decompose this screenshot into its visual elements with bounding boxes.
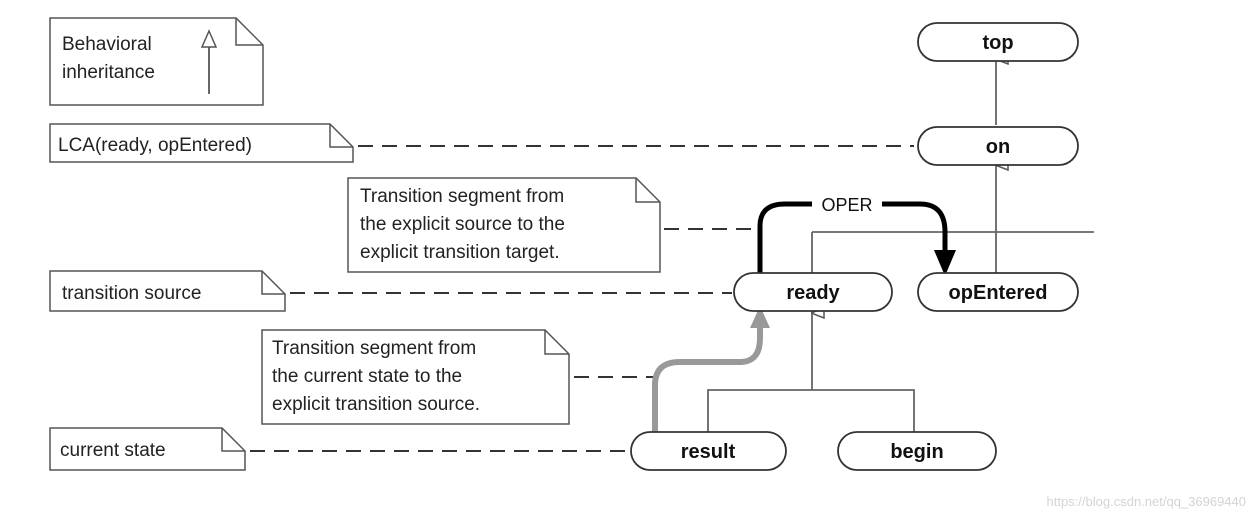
legend-note: Behavioral inheritance	[49, 17, 264, 106]
state-opentered[interactable]: opEntered	[917, 272, 1079, 312]
current-note-line-2: the current state to the	[272, 366, 462, 387]
current-to-source-transition	[652, 306, 770, 433]
current-state-note: current state	[49, 427, 246, 471]
watermark-text: https://blog.csdn.net/qq_36969440	[1047, 494, 1247, 509]
legend-line-1: Behavioral	[62, 34, 152, 55]
transition-source-note: transition source	[49, 270, 286, 312]
state-opentered-label: opEntered	[949, 282, 1048, 304]
lca-note: LCA(ready, opEntered)	[49, 123, 354, 163]
children-to-ready-line	[707, 389, 915, 432]
explicit-note-line-1: Transition segment from	[360, 186, 564, 207]
state-on[interactable]: on	[917, 126, 1079, 166]
state-ready[interactable]: ready	[733, 272, 893, 312]
state-begin-label: begin	[890, 441, 943, 463]
state-begin[interactable]: begin	[837, 431, 997, 471]
current-note-line-1: Transition segment from	[272, 338, 476, 359]
explicit-note-line-3: explicit transition target.	[360, 242, 560, 263]
state-ready-label: ready	[786, 282, 840, 304]
lca-note-text: LCA(ready, opEntered)	[58, 135, 252, 156]
source-to-target-transition: OPER	[757, 193, 956, 276]
oper-event-label: OPER	[821, 195, 872, 215]
explicit-note-line-2: the explicit source to the	[360, 214, 565, 235]
explicit-segment-note: Transition segment from the explicit sou…	[347, 177, 661, 273]
dashed-connectors	[250, 145, 914, 452]
current-segment-note: Transition segment from the current stat…	[261, 329, 570, 425]
state-top-label: top	[982, 32, 1013, 54]
state-result-label: result	[681, 441, 736, 463]
transition-source-text: transition source	[62, 283, 201, 304]
inheritance-lines	[707, 59, 1094, 432]
state-result[interactable]: result	[630, 431, 787, 471]
inheritance-arrow-icon	[200, 29, 218, 94]
state-on-label: on	[986, 136, 1010, 158]
current-note-line-3: explicit transition source.	[272, 394, 480, 415]
state-top[interactable]: top	[917, 22, 1079, 62]
legend-line-2: inheritance	[62, 62, 155, 83]
current-state-text: current state	[60, 440, 166, 461]
